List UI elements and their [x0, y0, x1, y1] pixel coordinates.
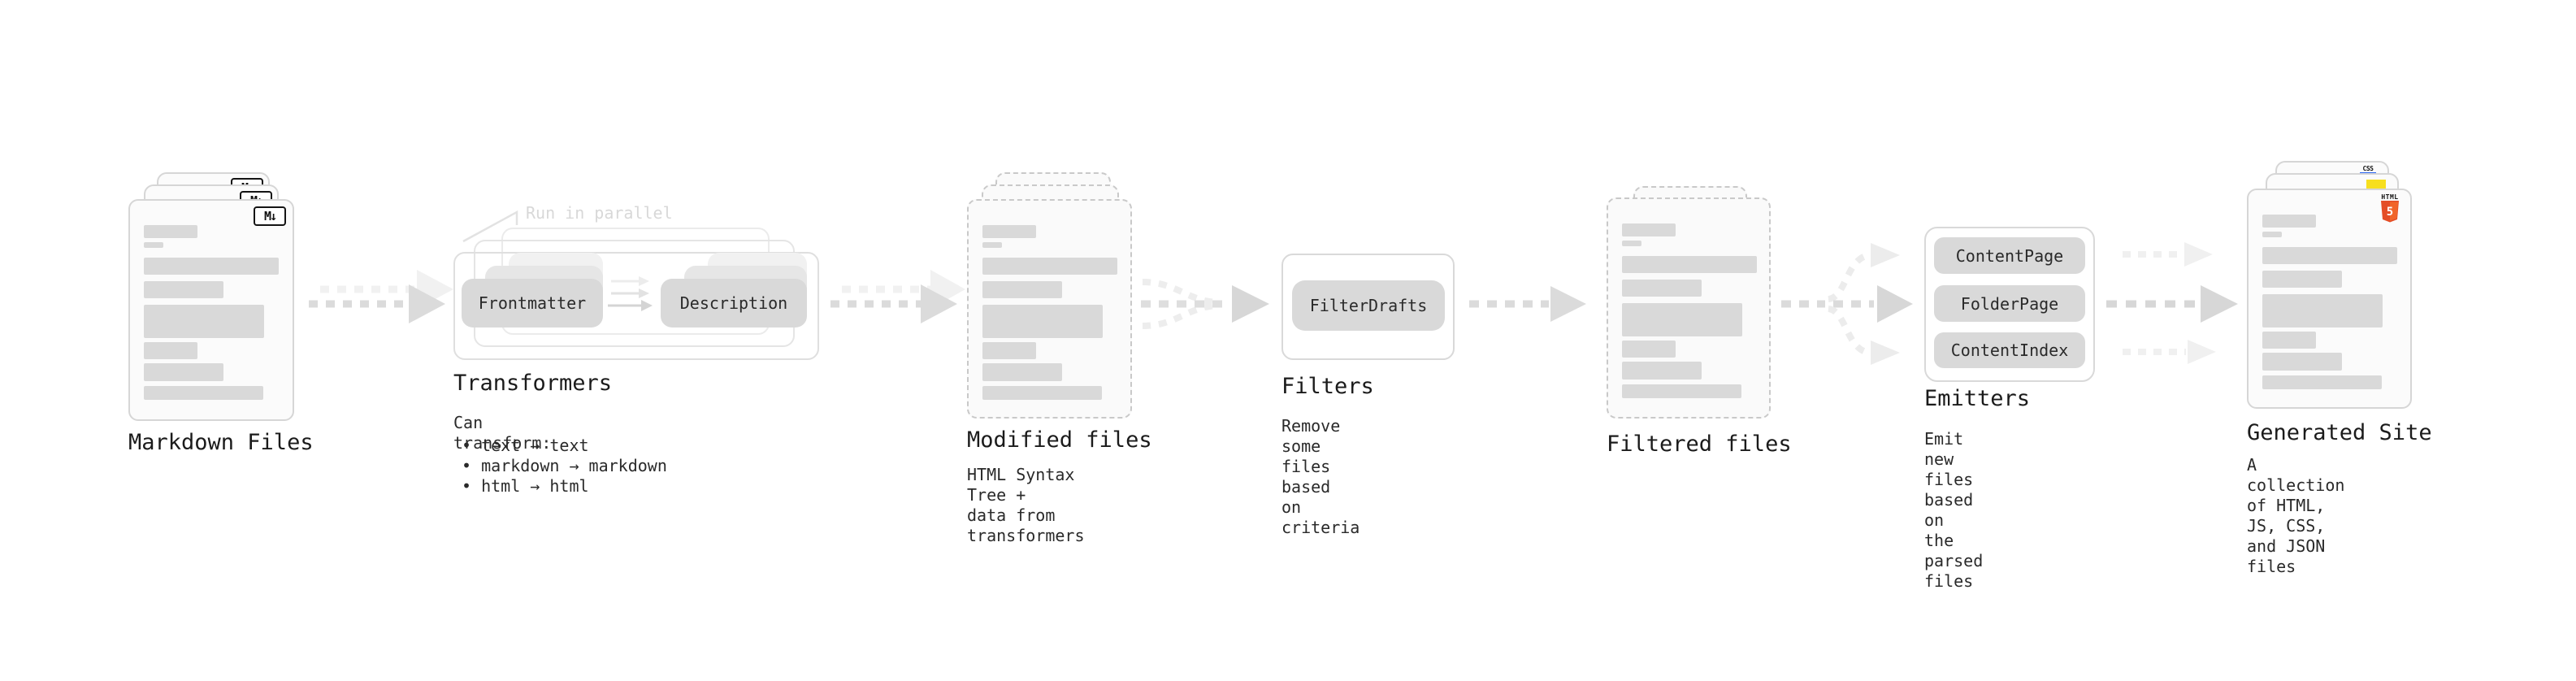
transformers-bullet-list: • text → text • markdown → markdown • ht…	[462, 436, 667, 497]
text-line-bar	[144, 225, 197, 238]
text-line-bar	[1622, 303, 1742, 336]
text-line-bar	[2262, 353, 2342, 371]
arrow-filtered-to-emitters-fanout	[1781, 243, 1913, 365]
run-in-parallel-note: Run in parallel	[526, 203, 673, 223]
text-line-bar	[2262, 215, 2316, 228]
contentindex-pill: ContentIndex	[1934, 332, 2085, 368]
filters-label: Filters	[1281, 374, 1374, 399]
text-line-bar	[1622, 223, 1676, 236]
text-line-bar	[982, 305, 1103, 338]
text-line-bar	[2262, 247, 2397, 264]
text-line-bar	[982, 242, 1002, 248]
text-line-bar	[144, 242, 163, 248]
arrow-markdown-to-transformers	[309, 270, 453, 323]
text-line-bar	[144, 258, 279, 275]
modified-files-label: Modified files	[967, 427, 1152, 453]
text-line-bar	[982, 386, 1102, 400]
generated-site-desc: A collection of HTML, JS, CSS, and JSON …	[2247, 455, 2345, 576]
bullet-item: • markdown → markdown	[462, 456, 667, 475]
text-line-bar	[2262, 332, 2316, 349]
transformer-box-front	[453, 252, 819, 360]
text-line-bar	[144, 281, 223, 298]
svg-text:5: 5	[2387, 206, 2393, 219]
text-line-bar	[2262, 294, 2383, 327]
markdown-file-card-front: M↓	[128, 199, 294, 421]
emitters-label: Emitters	[1924, 386, 2031, 411]
html5-icon: HTML 5	[2378, 193, 2402, 223]
bullet-item: • text → text	[462, 436, 589, 455]
text-line-bar	[982, 342, 1036, 359]
text-line-bar	[2262, 271, 2342, 288]
bullet-item: • html → html	[462, 476, 589, 496]
text-line-bar	[1622, 362, 1702, 380]
arrow-transformers-to-modified	[830, 270, 965, 323]
arrow-modified-to-filters-merge	[1141, 279, 1269, 329]
frontmatter-pill: Frontmatter	[462, 279, 603, 327]
text-line-bar	[144, 386, 263, 400]
text-line-bar	[982, 258, 1117, 275]
javascript-icon	[2366, 180, 2386, 189]
emitters-desc: Emit new files based on the parsed files	[1924, 429, 1984, 591]
filtered-file-card-front	[1607, 197, 1771, 419]
text-line-bar	[144, 305, 264, 338]
text-line-bar	[1622, 340, 1676, 358]
description-pill: Description	[661, 279, 807, 327]
transformers-label: Transformers	[453, 371, 613, 396]
markdown-icon: M↓	[254, 206, 286, 226]
text-line-bar	[1622, 280, 1702, 297]
modified-files-desc: HTML Syntax Tree + data from transformer…	[967, 465, 1085, 545]
filters-desc: Remove some files based on criteria	[1281, 416, 1360, 537]
filtered-files-label: Filtered files	[1607, 432, 1792, 457]
text-line-bar	[2262, 375, 2382, 389]
text-line-bar	[2262, 232, 2282, 237]
transformers-desc-heading: Can transform:	[453, 413, 552, 453]
arrow-filters-to-filtered	[1469, 286, 1586, 322]
contentpage-pill: ContentPage	[1934, 237, 2085, 274]
text-line-bar	[982, 225, 1036, 238]
text-line-bar	[1622, 241, 1641, 246]
text-line-bar	[144, 363, 223, 381]
modified-file-card-front	[967, 199, 1132, 419]
generated-html-card-front: HTML 5	[2247, 189, 2412, 409]
text-line-bar	[982, 281, 1062, 298]
text-line-bar	[1622, 256, 1757, 273]
text-line-bar	[1622, 384, 1741, 398]
text-line-bar	[982, 363, 1062, 381]
generated-site-label: Generated Site	[2247, 420, 2432, 445]
folderpage-pill: FolderPage	[1934, 285, 2085, 322]
filterdrafts-pill: FilterDrafts	[1292, 280, 1445, 331]
markdown-files-label: Markdown Files	[128, 430, 314, 455]
arrow-emitters-to-generated	[2106, 242, 2238, 364]
text-line-bar	[144, 342, 197, 359]
